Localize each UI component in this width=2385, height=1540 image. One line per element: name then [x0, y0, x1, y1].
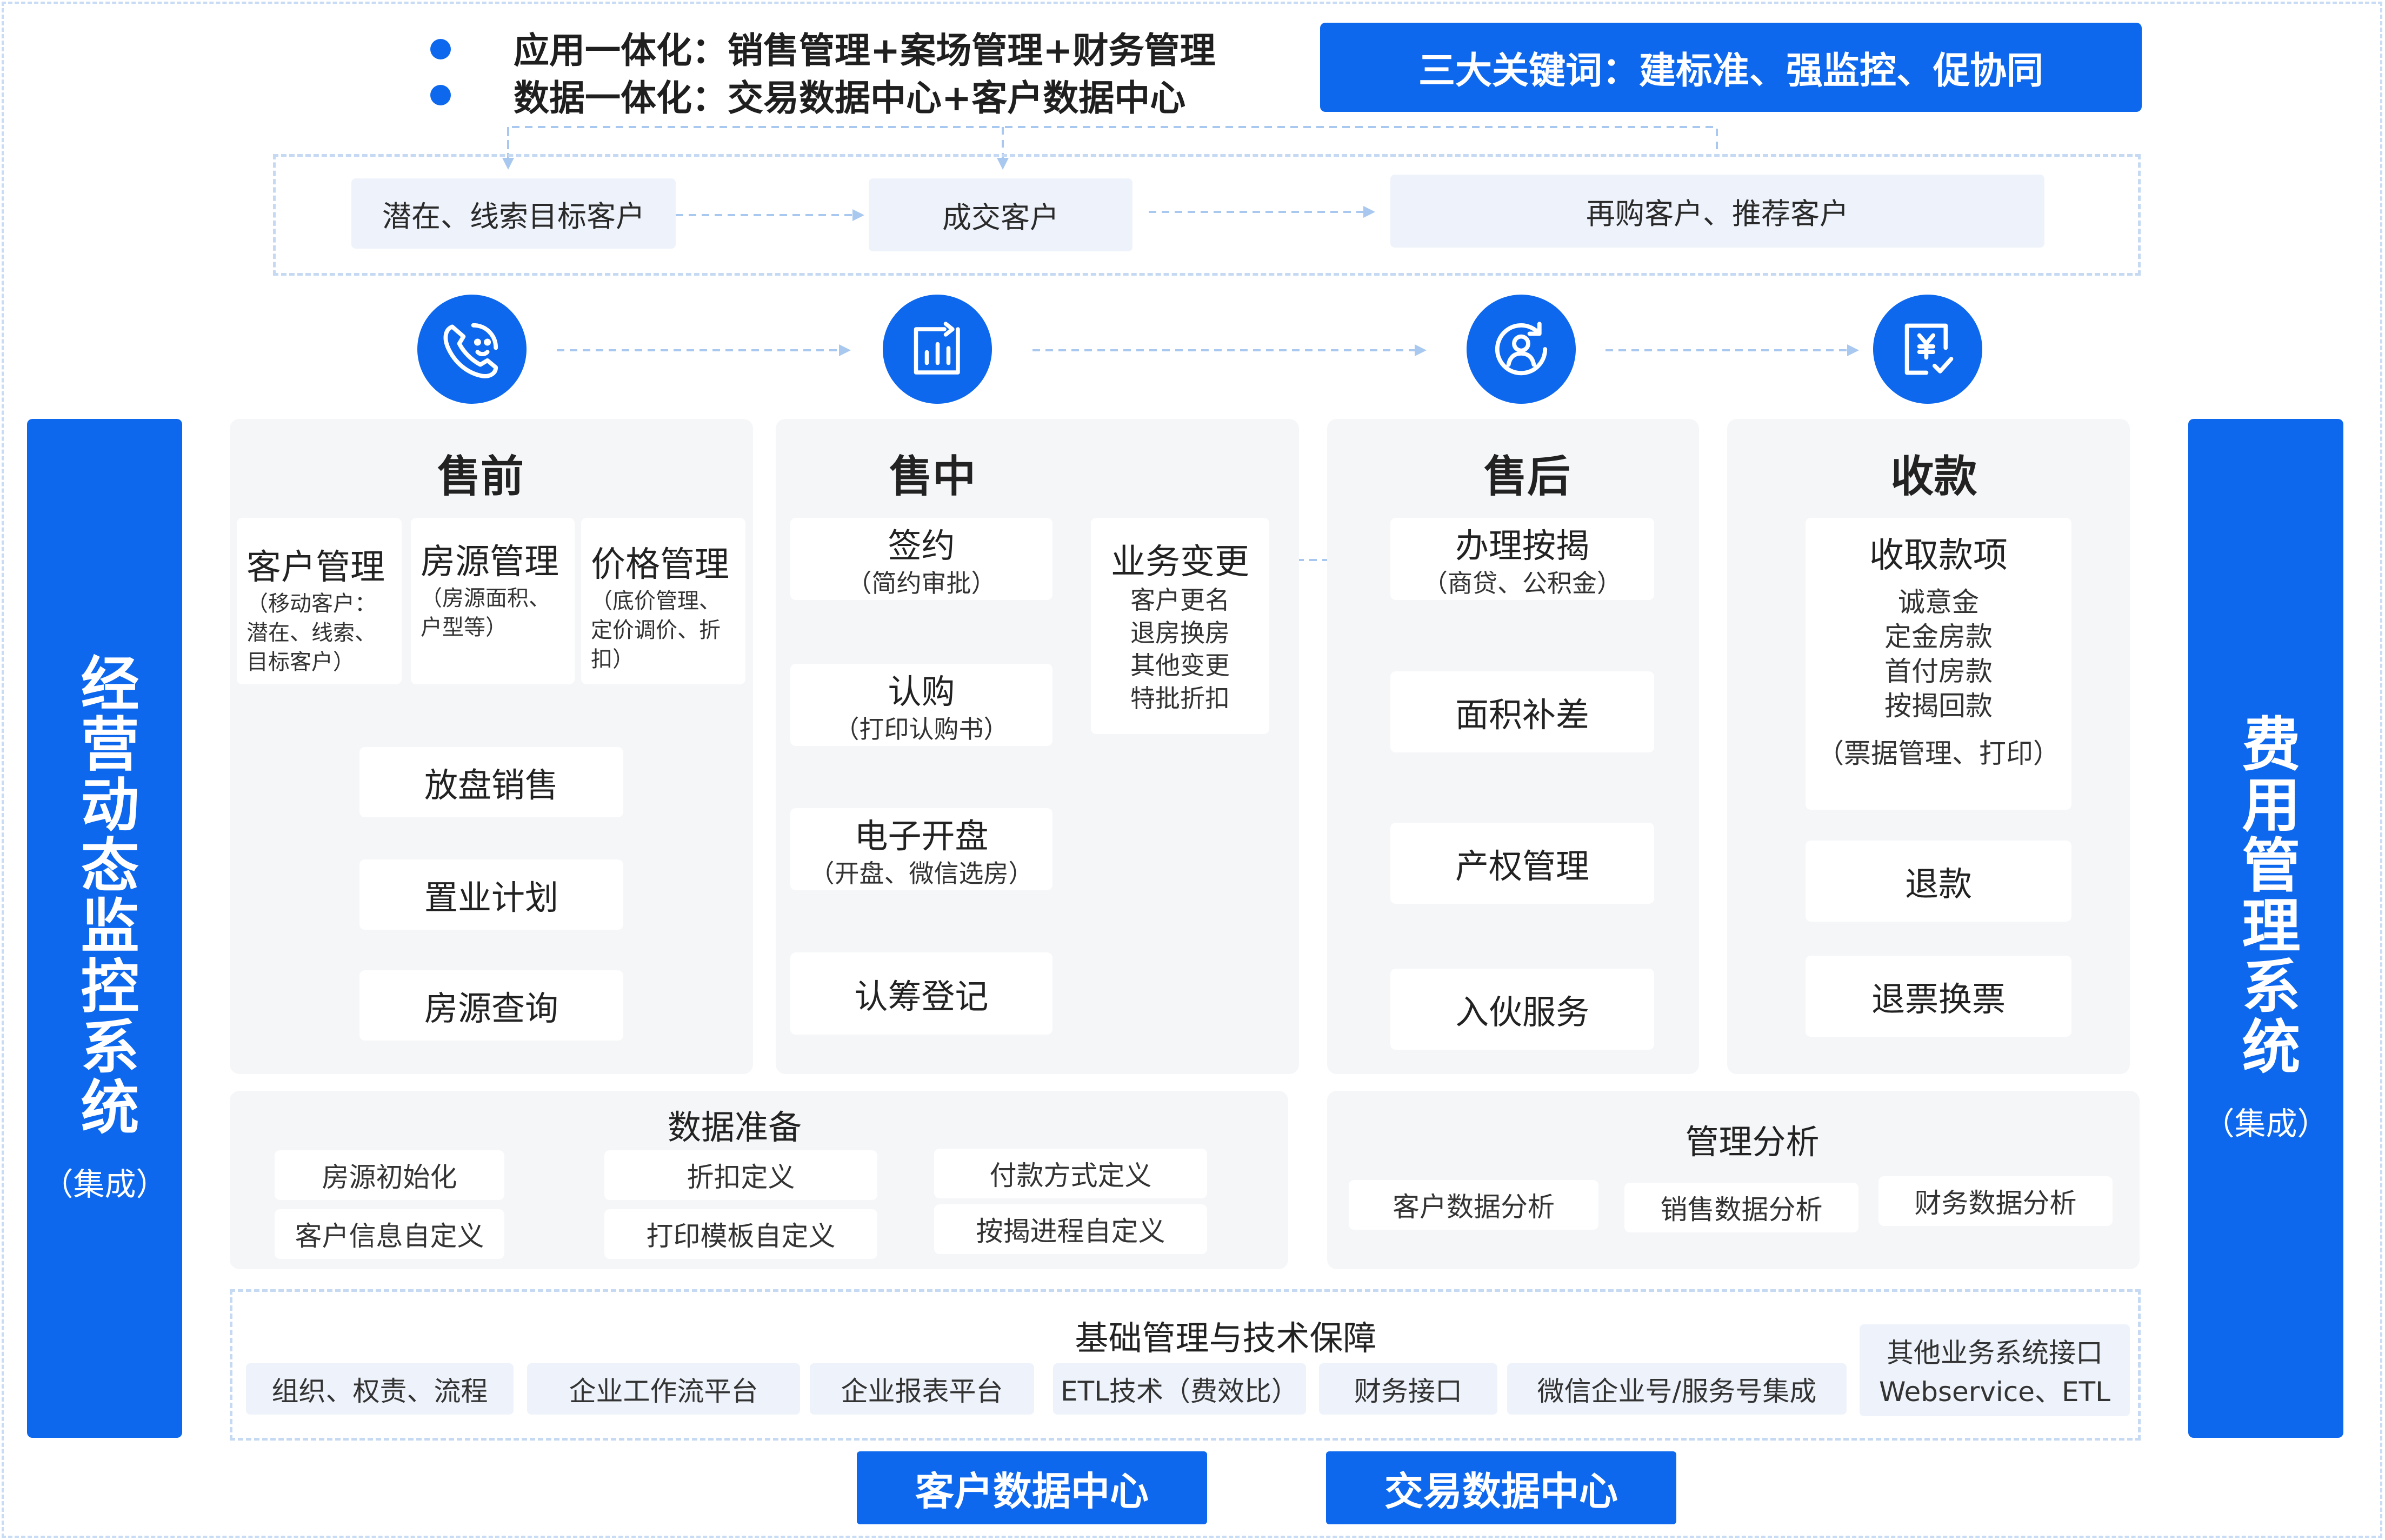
- user-refresh-icon: [1467, 295, 1576, 404]
- left-system-panel: 经营动态监控系统 （集成）: [27, 419, 182, 1438]
- step-property-rights: 产权管理: [1390, 823, 1654, 904]
- left-system-title: 经营动态监控系统: [71, 652, 139, 1137]
- right-system-panel: 费用管理系统 （集成）: [2188, 419, 2343, 1438]
- transaction-data-center: 交易数据中心: [1326, 1451, 1676, 1524]
- step-signing: 签约 （简约审批）: [790, 518, 1052, 600]
- infra-item: 财务接口: [1319, 1363, 1497, 1415]
- step-mortgage: 办理按揭 （商贷、公积金）: [1390, 518, 1654, 600]
- analysis-item: 财务数据分析: [1878, 1176, 2113, 1226]
- analysis-title: 管理分析: [1685, 1122, 1820, 1162]
- infra-item: 企业工作流平台: [527, 1363, 800, 1415]
- infra-title: 基础管理与技术保障: [1075, 1318, 1377, 1358]
- step-home-plan: 置业计划: [359, 859, 623, 930]
- data-prep-item: 房源初始化: [275, 1150, 504, 1200]
- left-system-sub: （集成）: [42, 1165, 168, 1203]
- customer-data-center: 客户数据中心: [857, 1451, 1207, 1524]
- step-move-in-service: 入伙服务: [1390, 969, 1654, 1050]
- step-ticket-exchange: 退票换票: [1806, 956, 2071, 1037]
- data-prep-item: 打印模板自定义: [604, 1209, 877, 1259]
- flow-repeat-customer: 再购客户、推荐客户: [1390, 175, 2044, 248]
- infra-item: ETL技术（费效比）: [1053, 1363, 1306, 1415]
- keywords-banner: 三大关键词：建标准、强监控、促协同: [1320, 23, 2142, 112]
- customer-flow-box: [273, 154, 2141, 276]
- step-reservation-register: 认筹登记: [790, 952, 1052, 1035]
- data-prep-item: 折扣定义: [604, 1150, 877, 1200]
- collect-payments-card: 收取款项 诚意金 定金房款 首付房款 按揭回款 （票据管理、打印）: [1806, 518, 2071, 810]
- flow-potential-customer: 潜在、线索目标客户: [351, 178, 676, 249]
- presale-title: 售前: [437, 451, 524, 502]
- chart-icon: [883, 295, 992, 404]
- aftersale-title: 售后: [1484, 451, 1570, 502]
- flow-deal-customer: 成交客户: [869, 178, 1132, 251]
- insale-title: 售中: [889, 451, 976, 502]
- step-refund: 退款: [1806, 841, 2071, 922]
- business-change-card: 业务变更 客户更名 退房换房 其他变更 特批折扣: [1091, 518, 1269, 734]
- bullet-dot: [430, 39, 451, 59]
- step-housing-query: 房源查询: [359, 970, 623, 1041]
- analysis-item: 客户数据分析: [1349, 1180, 1598, 1230]
- data-prep-title: 数据准备: [667, 1108, 802, 1147]
- infra-box: [230, 1289, 2141, 1441]
- data-prep-item: 付款方式定义: [934, 1149, 1207, 1198]
- infra-item: 组织、权责、流程: [246, 1363, 514, 1415]
- bullet-app-integration: 应用一体化：销售管理+案场管理+财务管理: [514, 30, 1216, 71]
- data-prep-item: 客户信息自定义: [275, 1209, 504, 1259]
- payment-title: 收款: [1890, 451, 1977, 502]
- bullet-data-integration: 数据一体化：交易数据中心+客户数据中心: [514, 77, 1186, 119]
- right-system-sub: （集成）: [2203, 1105, 2329, 1142]
- step-e-opening: 电子开盘 （开盘、微信选房）: [790, 808, 1052, 890]
- step-listing-sales: 放盘销售: [359, 747, 623, 817]
- step-subscription: 认购 （打印认购书）: [790, 664, 1052, 746]
- analysis-item: 销售数据分析: [1624, 1183, 1858, 1232]
- phone-face-icon: [417, 295, 527, 404]
- right-system-title: 费用管理系统: [2232, 713, 2300, 1077]
- yuan-document-icon: [1873, 295, 1982, 404]
- data-prep-item: 按揭进程自定义: [934, 1204, 1207, 1254]
- infra-other-interfaces: 其他业务系统接口 Webservice、ETL: [1860, 1324, 2130, 1416]
- infra-item: 微信企业号/服务号集成: [1507, 1363, 1847, 1415]
- housing-management-card: 房源管理 （房源面积、户型等）: [411, 518, 575, 684]
- customer-management-card: 客户管理 （移动客户：潜在、线索、目标客户）: [237, 518, 402, 684]
- bullet-dot: [430, 85, 451, 105]
- price-management-card: 价格管理 （底价管理、定价调价、折扣）: [581, 518, 745, 684]
- step-area-difference: 面积补差: [1390, 671, 1654, 752]
- infra-item: 企业报表平台: [810, 1363, 1034, 1415]
